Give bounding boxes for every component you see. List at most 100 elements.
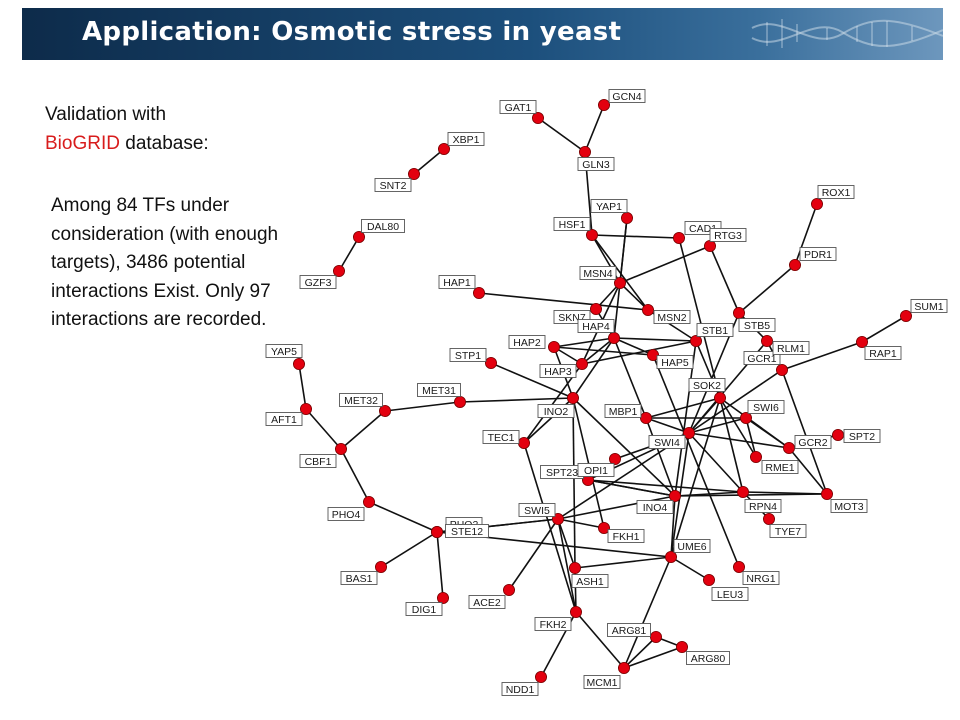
edge-met31-met32 <box>384 401 461 412</box>
node-label-ume6: UME6 <box>677 541 706 553</box>
node-label-rap1: RAP1 <box>869 348 897 360</box>
node-label-box-aft1 <box>265 412 303 426</box>
edge-mcm1-arg80 <box>623 646 683 669</box>
node-label-box-fkh2 <box>534 617 572 631</box>
node-label-swi4: SWI4 <box>654 437 680 449</box>
node-label-box-swi4 <box>648 435 686 449</box>
node-label-hsf1: HSF1 <box>559 219 586 231</box>
node-label-box-msn4 <box>579 266 617 280</box>
edge-msn4-rtg3 <box>619 245 711 284</box>
node-skn7 <box>590 302 603 315</box>
edge-mcm1-arg81 <box>623 636 657 669</box>
node-label-box-swi5 <box>518 503 556 517</box>
node-label-dig1: DIG1 <box>412 604 437 616</box>
node-label-cbf1: CBF1 <box>305 456 332 468</box>
node-label-bas1: BAS1 <box>346 573 373 585</box>
edge-ino4-mot3 <box>674 493 828 497</box>
database-name: BioGRID <box>45 132 120 154</box>
node-label-hap3: HAP3 <box>544 366 572 378</box>
node-label-ndd1: NDD1 <box>506 684 535 696</box>
edge-cbf1-aft1 <box>305 408 342 450</box>
node-label-box-gcr1 <box>743 351 781 365</box>
node-label-xbp1: XBP1 <box>453 134 480 146</box>
node-label-box-hap4 <box>577 319 615 333</box>
node-msn2 <box>642 303 655 316</box>
edge-spt23-rpn4 <box>587 479 744 493</box>
title-bar: Application: Osmotic stress in yeast <box>22 8 943 60</box>
node-rox1 <box>811 197 824 210</box>
node-cbf1 <box>334 442 347 455</box>
node-mcm1 <box>618 662 631 675</box>
edge-swi5-fkh2 <box>557 518 577 613</box>
node-yap1 <box>621 211 634 224</box>
edge-rap1-rlm1 <box>781 341 863 371</box>
node-label-box-sok2 <box>688 378 726 392</box>
node-label-stp1: STP1 <box>455 350 481 362</box>
node-label-box-bas1 <box>340 571 378 585</box>
node-label-box-pdr1 <box>799 247 837 261</box>
node-label-opi1: OPI1 <box>584 465 608 477</box>
node-label-box-xbp1 <box>447 132 485 146</box>
node-tec1 <box>518 436 531 449</box>
node-label-box-swi6 <box>747 400 785 414</box>
edge-hap5-nrg1 <box>652 354 740 568</box>
node-opi1 <box>609 452 622 465</box>
node-label-box-dal80 <box>361 219 405 233</box>
node-hsf1 <box>586 228 599 241</box>
node-label-box-snt2 <box>374 178 412 192</box>
edge-sok2-rpn4 <box>719 397 744 493</box>
node-ndd1 <box>535 671 548 684</box>
node-label-mcm1: MCM1 <box>587 677 618 689</box>
node-gln3 <box>579 145 592 158</box>
node-pdr1 <box>789 258 802 271</box>
node-label-box-ace2 <box>468 595 506 609</box>
node-sok2 <box>714 391 727 404</box>
node-gcr1 <box>761 334 774 347</box>
node-tye7 <box>763 513 776 526</box>
node-label-dal80: DAL80 <box>367 221 399 233</box>
edge-ino2-met31 <box>459 397 574 403</box>
node-dig1 <box>436 592 449 605</box>
edge-swi5-ace2 <box>508 518 559 591</box>
node-cad1 <box>673 231 686 244</box>
node-ino2 <box>567 391 580 404</box>
node-label-gat1: GAT1 <box>505 102 532 114</box>
node-label-box-leu3 <box>711 587 749 601</box>
node-stb1 <box>690 334 703 347</box>
node-arg81 <box>650 631 663 644</box>
edge-ume6-mcm1 <box>623 556 672 669</box>
node-label-box-hap2 <box>508 335 546 349</box>
node-label-box-ino4 <box>636 500 674 514</box>
node-met31 <box>453 395 466 408</box>
node-hap3 <box>576 357 589 370</box>
node-label-met31: MET31 <box>422 385 456 397</box>
node-label-mot3: MOT3 <box>834 501 863 513</box>
node-label-box-stp1 <box>449 348 487 362</box>
node-label-nrg1: NRG1 <box>746 573 775 585</box>
node-label-arg81: ARG81 <box>612 625 647 637</box>
node-label-box-msn2 <box>653 310 691 324</box>
node-label-box-sum1 <box>910 299 948 313</box>
edge-mbp1-swi4 <box>645 417 690 434</box>
edge-sum1-rap1 <box>861 315 907 343</box>
node-label-rtg3: RTG3 <box>714 230 742 242</box>
node-label-sok2: SOK2 <box>693 380 721 392</box>
edge-ino2-fkh1 <box>572 397 605 529</box>
node-arg80 <box>676 641 689 654</box>
node-label-arg80: ARG80 <box>691 653 726 665</box>
node-mot3 <box>821 487 834 500</box>
node-label-hap4: HAP4 <box>582 321 610 333</box>
edge-fkh2-mcm1 <box>575 611 625 669</box>
edge-pho2-bas1 <box>380 531 438 568</box>
node-pho4 <box>362 495 375 508</box>
node-label-box-tec1 <box>482 430 520 444</box>
node-label-box-fkh1 <box>607 529 645 543</box>
dna-helix-icon <box>751 19 943 48</box>
node-label-ace2: ACE2 <box>473 597 501 609</box>
node-stp1 <box>484 356 497 369</box>
node-yap5 <box>292 357 305 370</box>
node-mbp1 <box>640 411 653 424</box>
node-label-box-rme1 <box>761 460 799 474</box>
edge-hap4-hap5 <box>613 337 654 356</box>
